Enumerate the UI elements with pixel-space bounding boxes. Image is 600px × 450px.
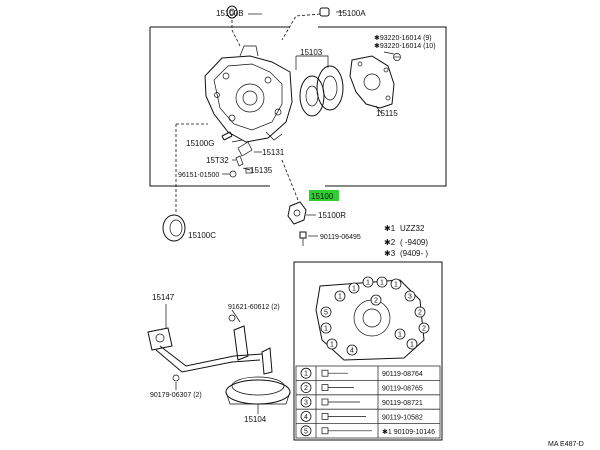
- label-15100g: 15100G: [186, 139, 214, 148]
- label-96151: 96151-01500: [178, 172, 219, 179]
- bolt-mark-14: 1: [334, 290, 346, 302]
- svg-text:4: 4: [304, 414, 308, 421]
- bolt-mark-11: 2: [370, 294, 382, 306]
- legend-mark-1: ✱1: [384, 224, 396, 233]
- label-93220-10: ✱93220-16014 (10): [374, 42, 436, 50]
- bolt-icon: [321, 384, 354, 391]
- bolt-table-num: 1: [300, 367, 312, 379]
- seal-15100b: [226, 5, 238, 19]
- legend-text-3: (9409- ): [400, 249, 428, 258]
- label-15104: 15104: [244, 415, 267, 424]
- relief-valve-parts: [221, 131, 253, 178]
- bolt-table-num: 4: [300, 410, 312, 422]
- svg-text:1: 1: [366, 280, 370, 287]
- svg-text:1: 1: [394, 282, 398, 289]
- bolt-table: 1 90119-08764 2 90119-08765 3 90119-08721 4 901…: [295, 365, 441, 439]
- label-93220-9: ✱93220-16014 (9): [374, 34, 432, 42]
- label-90179: 90179-06307 (2): [150, 392, 202, 399]
- bolt-icon: [321, 369, 348, 377]
- oil-strainer-assembly: [147, 304, 291, 414]
- label-15100-highlight: [309, 190, 339, 201]
- bolt-table-part: ✱1 90109-10146: [382, 428, 435, 436]
- timing-pulley-15100r: [287, 201, 307, 225]
- svg-text:5: 5: [324, 310, 328, 317]
- legend-text-1: UZZ32: [400, 224, 425, 233]
- label-15100r: 15100R: [318, 211, 346, 220]
- svg-text:5: 5: [304, 428, 308, 435]
- bolt-mark-3: 1: [390, 278, 402, 290]
- bolt-position-marks: 1 1 1 3 2 2 5 1 1 4 2 1 1 1 1: [320, 276, 430, 356]
- svg-text:1: 1: [304, 371, 308, 378]
- svg-text:2: 2: [374, 298, 378, 305]
- label-15100b: 15100B: [216, 9, 244, 18]
- bolt-mark-2: 1: [376, 276, 388, 288]
- bolt-icon: [321, 398, 360, 406]
- bolt-mark-7: 5: [320, 306, 332, 318]
- oil-pump-body: [204, 45, 293, 143]
- bolt-mark-10: 4: [346, 344, 358, 356]
- label-15135: 15135: [250, 166, 273, 175]
- pump-cover: [349, 55, 395, 109]
- bolt-mark-8: 1: [320, 322, 332, 334]
- plug-15100a: [319, 7, 330, 17]
- label-15115: 15115: [376, 109, 398, 118]
- bolt-mark-15: 1: [348, 282, 360, 294]
- label-15131: 15131: [262, 148, 285, 157]
- rotor-set: [299, 65, 344, 117]
- label-15132: 15T32: [206, 156, 229, 165]
- diagram-code: MA E487-D: [548, 441, 584, 448]
- svg-text:1: 1: [330, 342, 334, 349]
- bolt-table-part: 90119-08764: [382, 371, 423, 378]
- bolt-mark-6: 2: [418, 322, 430, 334]
- leader-lines: [175, 11, 395, 237]
- bolt-table-part: 90119-08721: [382, 400, 423, 407]
- svg-text:1: 1: [410, 342, 414, 349]
- bolt-mark-5: 2: [414, 306, 426, 318]
- svg-text:1: 1: [352, 286, 356, 293]
- svg-text:1: 1: [324, 326, 328, 333]
- bolt-mark-13: 1: [406, 338, 418, 350]
- label-15147: 15147: [152, 293, 175, 302]
- legend-text-2: ( -9409): [400, 238, 428, 247]
- svg-text:1: 1: [380, 280, 384, 287]
- label-15100a: 15100A: [338, 9, 366, 18]
- label-15103: 15103: [300, 48, 323, 57]
- upper-assembly-frame: [149, 26, 447, 187]
- bolt-mark-1: 1: [362, 276, 374, 288]
- oil-seal-15100c: [162, 214, 186, 242]
- label-15100c: 15100C: [188, 231, 216, 240]
- label-90119-06495: 90119-06495: [320, 234, 361, 241]
- bolt-mark-4: 3: [404, 290, 416, 302]
- bolt-table-part: 90119-10582: [382, 414, 423, 421]
- cover-screw: [393, 53, 401, 61]
- label-91621: 91621-60612 (2): [228, 304, 280, 311]
- svg-text:3: 3: [304, 400, 308, 407]
- svg-text:4: 4: [350, 348, 354, 355]
- bolt-90119-06495: [299, 231, 307, 246]
- svg-text:1: 1: [338, 294, 342, 301]
- svg-text:3: 3: [408, 294, 412, 301]
- legend-mark-2: ✱2: [384, 238, 396, 247]
- svg-text:1: 1: [398, 332, 402, 339]
- bolt-table-num: 5: [300, 425, 312, 437]
- legend-mark-3: ✱3: [384, 249, 396, 258]
- bolt-icon: [321, 427, 372, 435]
- bolt-mark-12: 1: [394, 328, 406, 340]
- bolt-table-part: 90119-08765: [382, 386, 423, 393]
- svg-text:2: 2: [418, 310, 422, 317]
- svg-text:2: 2: [304, 385, 308, 392]
- bolt-mark-9: 1: [326, 338, 338, 350]
- bolt-icon: [321, 413, 366, 420]
- label-15100: 15100: [311, 192, 334, 201]
- bolt-location-frame: [293, 261, 443, 441]
- svg-text:2: 2: [422, 326, 426, 333]
- bolt-table-num: 3: [300, 396, 312, 408]
- bolt-table-num: 2: [300, 382, 312, 394]
